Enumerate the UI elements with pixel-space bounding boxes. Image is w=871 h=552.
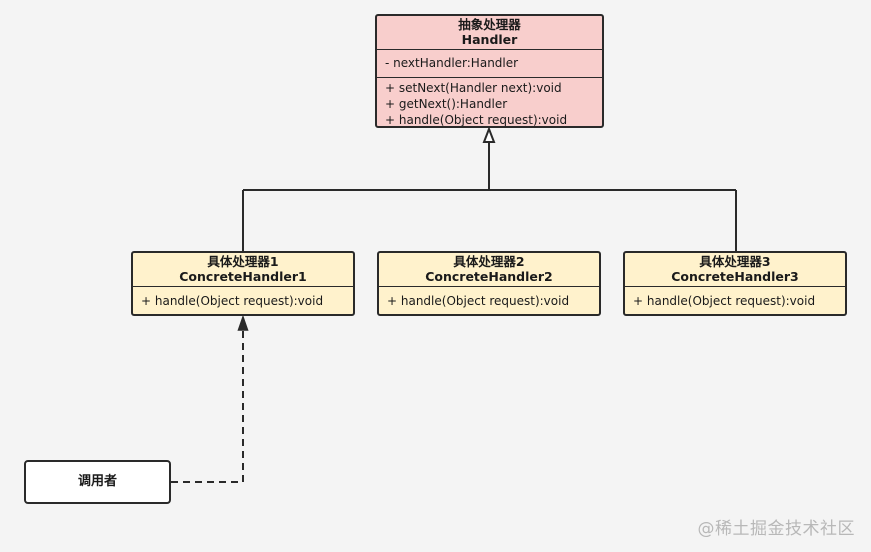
attribute-next-handler: - nextHandler:Handler [385, 56, 519, 70]
watermark-text: @稀土掘金技术社区 [697, 519, 855, 539]
operation-handle: + handle(Object request):void [633, 294, 816, 308]
operations-section: + handle(Object request):void [625, 287, 845, 309]
dependency-arrowhead [237, 314, 249, 331]
concrete-handler-3-class[interactable]: 具体处理器3 ConcreteHandler3 + handle(Object … [623, 251, 847, 316]
class-title-cn: 具体处理器2 [453, 254, 525, 269]
invoker-box[interactable]: 调用者 [24, 460, 171, 504]
operation-handle: + handle(Object request):void [141, 294, 324, 308]
operation-get-next: + getNext():Handler [385, 97, 508, 111]
invoker-label: 调用者 [77, 474, 117, 489]
concrete-handler-1-class[interactable]: 具体处理器1 ConcreteHandler1 + handle(Object … [131, 251, 355, 316]
operations-section: + handle(Object request):void [379, 287, 599, 309]
dependency-line [171, 330, 244, 483]
attributes-section: - nextHandler:Handler [377, 50, 602, 78]
class-title-en: ConcreteHandler2 [425, 269, 553, 284]
class-header: 具体处理器2 ConcreteHandler2 [379, 253, 599, 287]
class-header: 具体处理器1 ConcreteHandler1 [133, 253, 353, 287]
operation-handle: + handle(Object request):void [385, 113, 568, 127]
operation-handle: + handle(Object request):void [387, 294, 570, 308]
generalization-arrowhead [482, 126, 496, 143]
class-title-cn: 具体处理器3 [699, 254, 771, 269]
class-header: 抽象处理器 Handler [377, 16, 602, 50]
class-title-en: ConcreteHandler3 [671, 269, 799, 284]
abstract-handler-class[interactable]: 抽象处理器 Handler - nextHandler:Handler + se… [375, 14, 604, 128]
class-title-cn: 抽象处理器 [458, 17, 521, 32]
operations-section: + setNext(Handler next):void + getNext()… [377, 78, 602, 127]
class-header: 具体处理器3 ConcreteHandler3 [625, 253, 845, 287]
concrete-handler-2-class[interactable]: 具体处理器2 ConcreteHandler2 + handle(Object … [377, 251, 601, 316]
operation-set-next: + setNext(Handler next):void [385, 81, 562, 95]
class-title-en: ConcreteHandler1 [179, 269, 307, 284]
class-title-en: Handler [461, 32, 518, 47]
class-title-cn: 具体处理器1 [207, 254, 279, 269]
operations-section: + handle(Object request):void [133, 287, 353, 309]
